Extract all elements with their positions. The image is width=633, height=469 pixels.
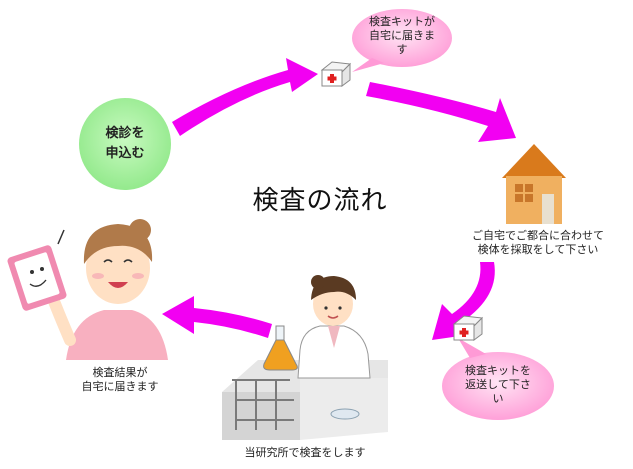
tablet-icon (7, 229, 67, 311)
kit-delivered-line-3: す (396, 43, 408, 56)
kit-delivered-line-1: 検査キットが (369, 15, 435, 28)
apply-line-2: 申込む (105, 146, 145, 161)
collect-line-2: 検体を採取をして下さい (477, 243, 599, 256)
woman-figure (46, 219, 168, 360)
apply-line-1: 検診を (105, 126, 145, 141)
test-tube-rack (232, 379, 294, 430)
apply-label: 検診を 申込む (85, 124, 165, 164)
return-kit-line-3: い (492, 392, 504, 405)
return-kit-line-2: 返送して下さ (465, 378, 531, 391)
return-kit-line-1: 検査キットを (465, 364, 531, 377)
return-kit-label: 検査キットを 返送して下さ い (450, 364, 546, 406)
bubble-return-kit (442, 338, 554, 420)
petri-dish (330, 408, 360, 420)
apply-circle (79, 98, 171, 190)
results-line-1: 検査結果が (92, 366, 148, 379)
arrow-house-to-return (432, 262, 495, 340)
collect-label: ご自宅でご都合に合わせて 検体を採取をして下さい (452, 229, 624, 257)
arrow-apply-to-kit (172, 58, 318, 136)
results-line-2: 自宅に届きます (81, 380, 159, 393)
results-label: 検査結果が 自宅に届きます (60, 366, 180, 394)
medical-kit-icon-bottom (452, 315, 484, 341)
lab-label: 当研究所で検査をします (244, 446, 366, 459)
kit-delivered-line-2: 自宅に届きま (369, 29, 435, 42)
house-icon (502, 144, 566, 224)
medical-kit-icon-top (320, 61, 352, 87)
arrow-lab-to-results (162, 296, 272, 338)
scientist-figure (297, 275, 371, 379)
bubble-kit-delivered (352, 9, 452, 72)
diagram-title: 検査の流れ (252, 186, 388, 216)
arrow-kit-to-house (366, 82, 516, 142)
flask-icon (263, 325, 298, 371)
collect-line-1: ご自宅でご都合に合わせて (472, 229, 604, 242)
kit-delivered-label: 検査キットが 自宅に届きま す (357, 15, 447, 57)
